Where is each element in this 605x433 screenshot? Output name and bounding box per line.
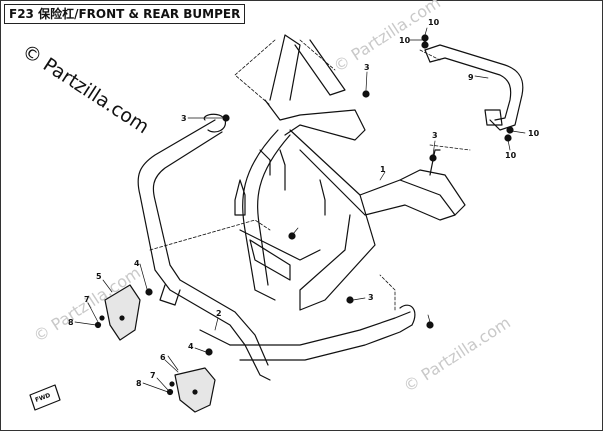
hardware [94,34,514,396]
callout-1: 1 [380,165,386,174]
main-frame-tube [234,34,466,311]
callout-10b: 10 [399,36,411,45]
callout-3c: 3 [368,293,374,302]
callout-3a: 3 [181,114,187,123]
callout-4b: 4 [188,342,194,351]
callout-8b: 8 [136,379,142,388]
fwd-badge-label: FWD [34,392,51,404]
callout-6: 6 [160,353,166,362]
assembly-guide-lines [149,39,471,311]
leader-lines [74,27,526,393]
callout-8a: 8 [68,318,74,327]
callout-10c: 10 [528,129,540,138]
front-bumper-tube [137,113,416,381]
callout-2: 2 [216,309,222,318]
callout-7a: 7 [84,295,90,304]
callout-4a: 4 [134,259,140,268]
fwd-badge: FWD [29,384,61,411]
diagram-title: F23 保险杠/FRONT & REAR BUMPER [4,4,246,24]
rear-bumper-tube [424,44,524,131]
callout-7b: 7 [150,371,156,380]
callout-9: 9 [468,73,474,82]
guard-plates [104,284,216,413]
callout-3b: 3 [364,63,370,72]
callout-10a: 10 [428,18,440,27]
callout-3d: 3 [432,131,438,140]
callout-5: 5 [96,272,102,281]
callout-labels: 1 2 3 3 3 3 4 4 5 6 7 7 8 8 9 10 10 10 1… [68,18,540,388]
callout-10d: 10 [505,151,517,160]
